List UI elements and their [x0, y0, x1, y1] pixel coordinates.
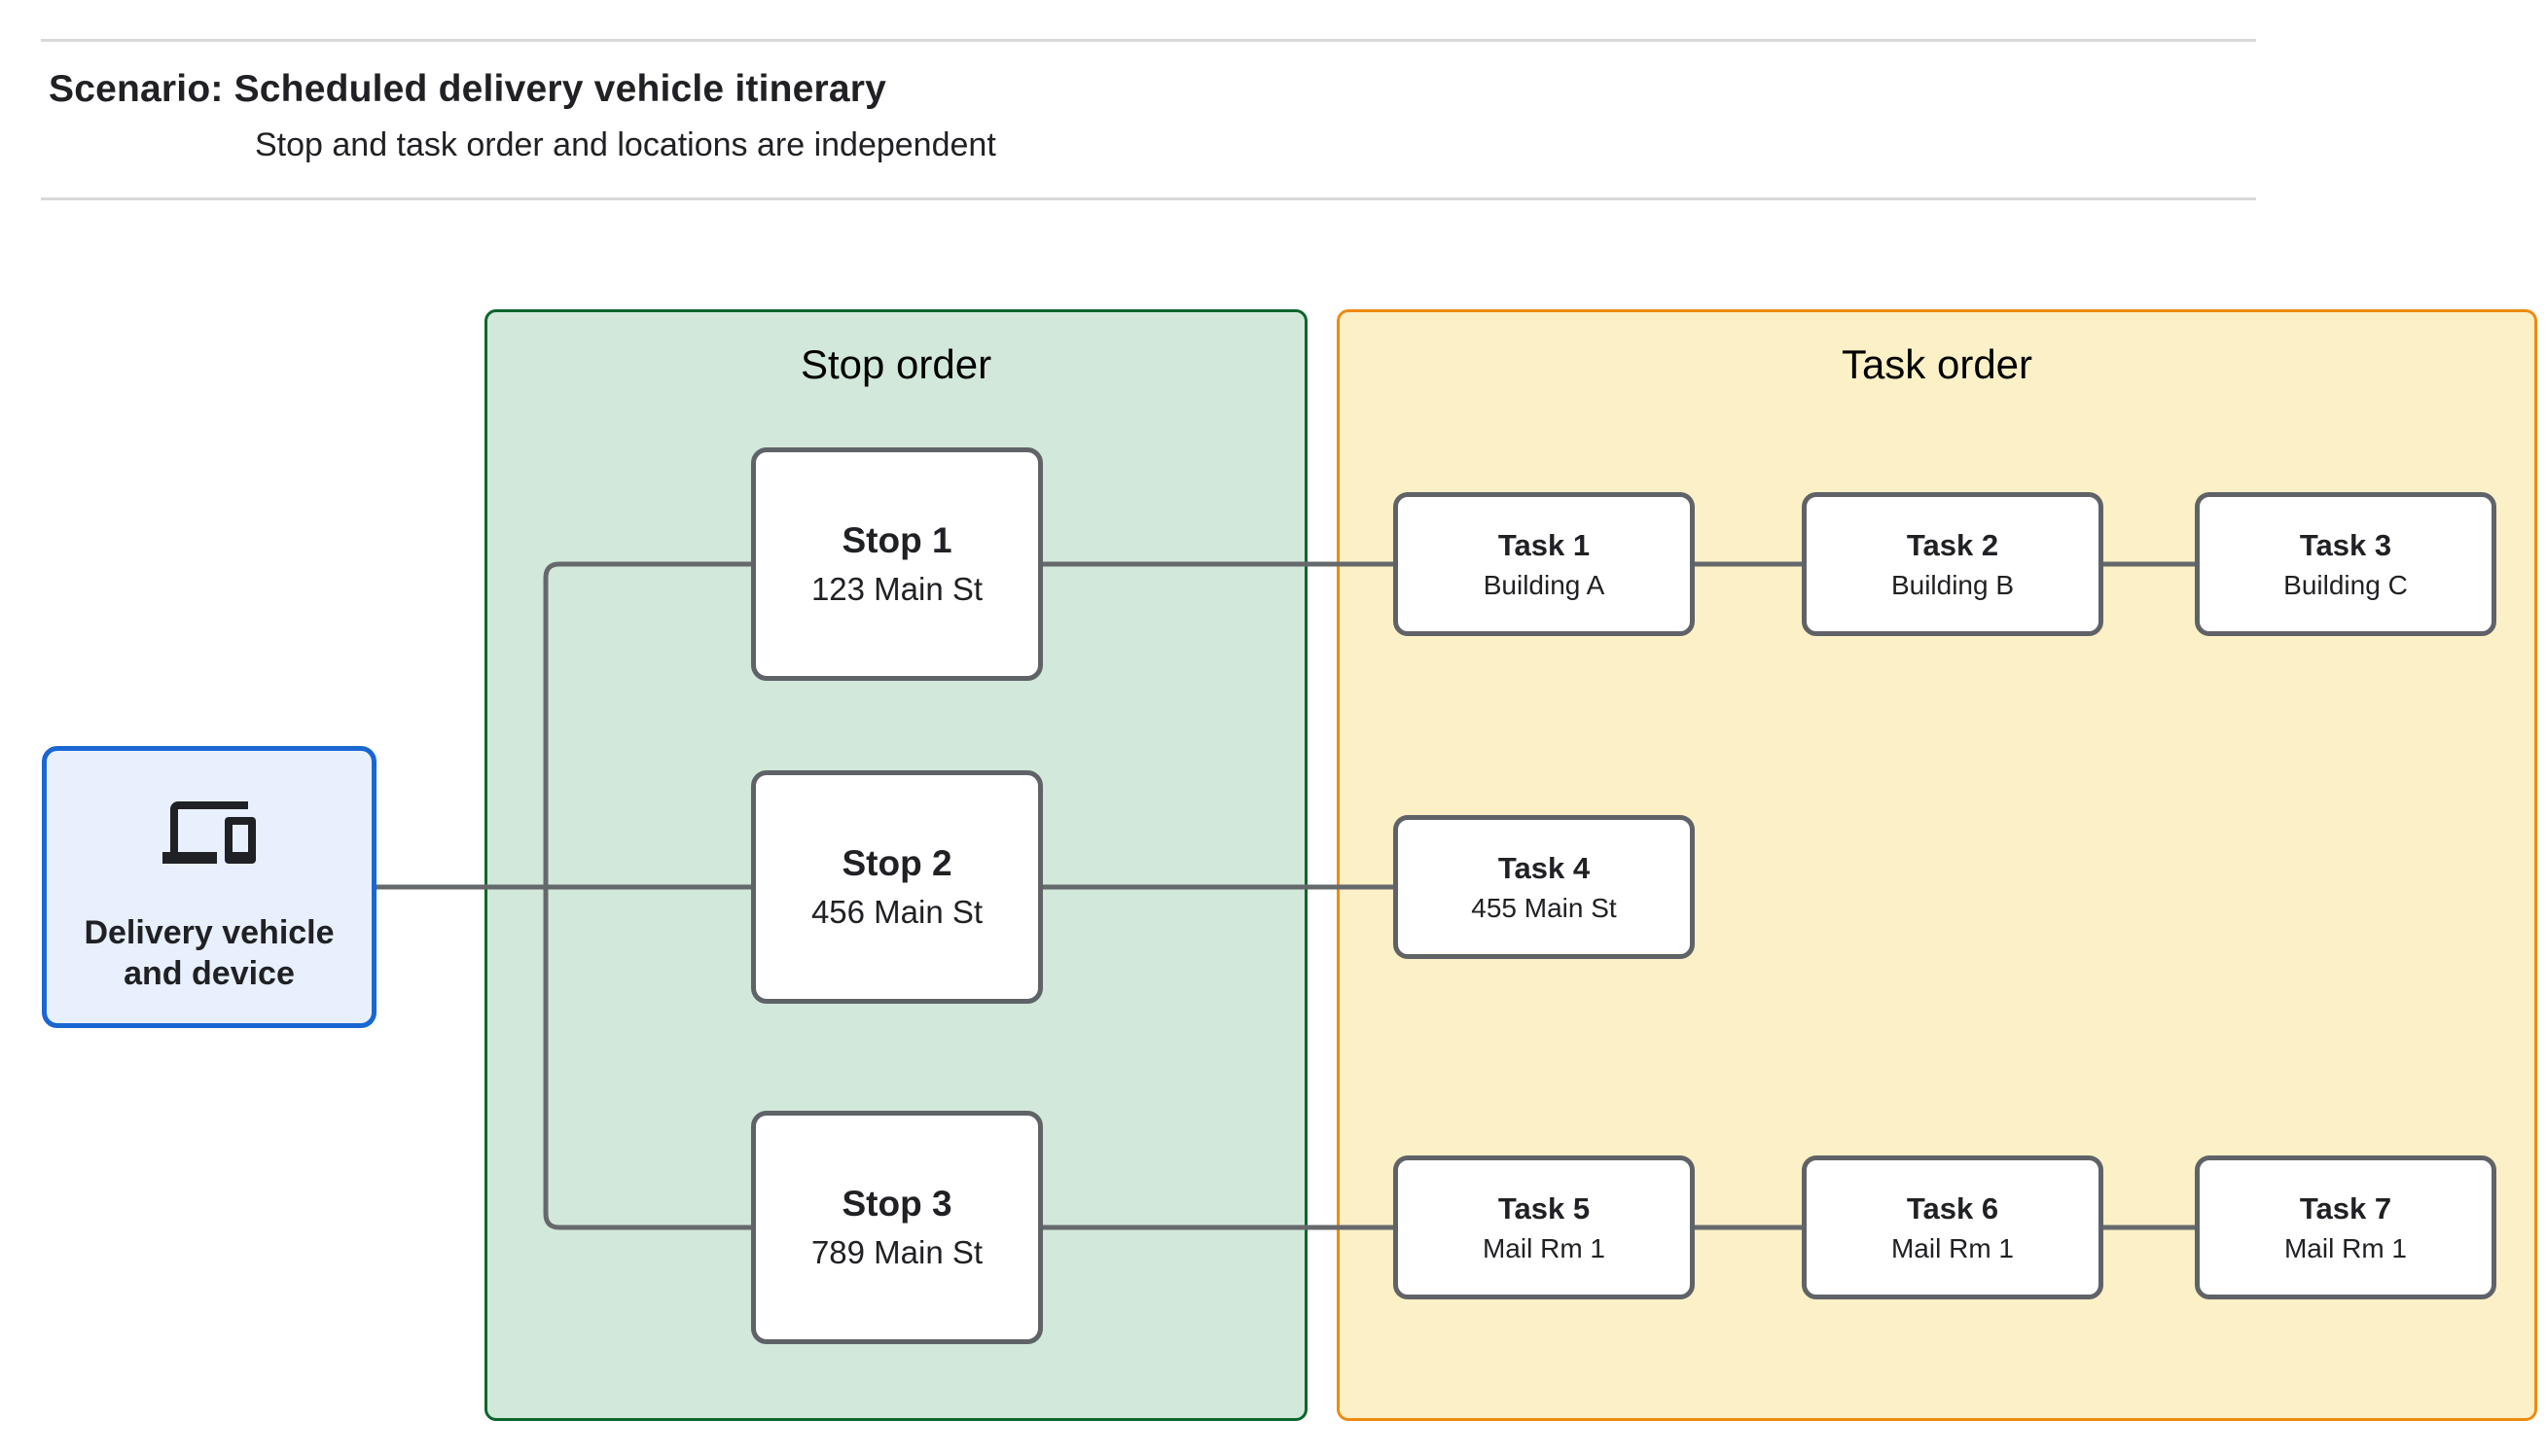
task-node-7: Task 7 Mail Rm 1: [2195, 1155, 2496, 1299]
task-location: Mail Rm 1: [1482, 1232, 1605, 1263]
task-order-panel-title: Task order: [1841, 341, 2033, 387]
header-divider: [41, 197, 2256, 200]
stop-name: Stop 2: [842, 843, 952, 883]
task-location: 455 Main St: [1471, 892, 1617, 923]
stop-name: Stop 3: [842, 1184, 952, 1224]
stop-location: 123 Main St: [810, 571, 984, 607]
stop-name: Stop 1: [842, 520, 952, 560]
stop-node-1: Stop 1 123 Main St: [751, 447, 1043, 681]
task-node-1: Task 1 Building A: [1393, 492, 1695, 636]
stop-order-panel-title: Stop order: [800, 341, 992, 387]
task-name: Task 7: [2299, 1190, 2392, 1225]
stop-location: 456 Main St: [810, 894, 984, 930]
task-node-4: Task 4 455 Main St: [1393, 815, 1695, 959]
task-name: Task 4: [1497, 850, 1591, 885]
task-name: Task 1: [1497, 527, 1591, 562]
task-name: Task 3: [2299, 527, 2392, 562]
task-location: Building B: [1890, 569, 2015, 600]
task-location: Mail Rm 1: [2283, 1232, 2407, 1263]
task-name: Task 5: [1497, 1190, 1591, 1225]
task-location: Mail Rm 1: [1890, 1232, 2014, 1263]
task-location: Building C: [2283, 569, 2408, 600]
task-name: Task 2: [1906, 527, 1999, 562]
task-node-5: Task 5 Mail Rm 1: [1393, 1155, 1695, 1299]
task-name: Task 6: [1906, 1190, 1999, 1225]
task-location: Building A: [1483, 569, 1605, 600]
page-subtitle: Stop and task order and locations are in…: [255, 126, 996, 163]
task-node-6: Task 6 Mail Rm 1: [1802, 1155, 2103, 1299]
delivery-vehicle-node: Delivery vehicle and device: [42, 746, 377, 1028]
task-node-2: Task 2 Building B: [1802, 492, 2103, 636]
delivery-vehicle-label: Delivery vehicle and device: [84, 914, 335, 992]
stop-node-2: Stop 2 456 Main St: [751, 770, 1043, 1004]
stop-location: 789 Main St: [810, 1234, 984, 1270]
stop-node-3: Stop 3 789 Main St: [751, 1111, 1043, 1344]
top-divider: [41, 39, 2256, 42]
devices-icon: [162, 792, 256, 870]
page-title: Scenario: Scheduled delivery vehicle iti…: [49, 68, 887, 110]
task-node-3: Task 3 Building C: [2195, 492, 2496, 636]
